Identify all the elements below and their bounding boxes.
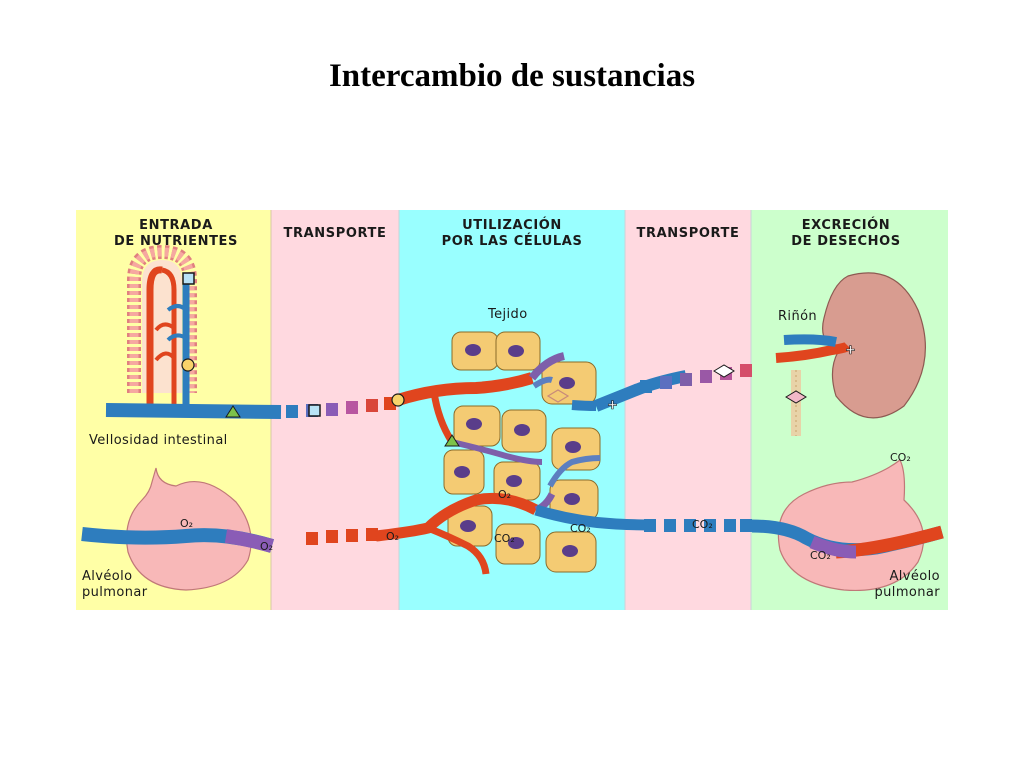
- kidney-plus-marker: +: [845, 343, 856, 358]
- kidney-diamond-marker: [785, 390, 807, 404]
- kidney: +: [775, 272, 927, 436]
- gas-o2-tissue-entry: O₂: [386, 530, 399, 543]
- label-tejido: Tejido: [487, 307, 528, 322]
- capillary-blue-1: [532, 376, 553, 389]
- panel-transporte-2: [625, 210, 751, 610]
- header-excrecion-line1: EXCRECIÓN: [802, 217, 891, 233]
- label-alveolo-left-2: pulmonar: [82, 585, 148, 600]
- upper-transport-dashes-right: [640, 364, 752, 393]
- lower-transport-dashes: [306, 528, 378, 545]
- header-entrada-line1: ENTRADA: [139, 218, 213, 233]
- substance-exchange-diagram: ENTRADA DE NUTRIENTES TRANSPORTE UTILIZA…: [76, 210, 948, 610]
- gas-co2-vein: CO₂: [570, 522, 591, 535]
- nutrient-triangle-marker: [225, 405, 241, 418]
- upper-artery-tissue: [396, 372, 534, 406]
- intestinal-villus: [127, 244, 197, 408]
- label-rinon: Riñón: [778, 309, 817, 324]
- label-vellosidad: Vellosidad intestinal: [89, 433, 228, 448]
- gas-co2-transport: CO₂: [692, 518, 713, 531]
- tissue-cells: [443, 331, 601, 573]
- header-utilizacion-line1: UTILIZACIÓN: [462, 217, 562, 233]
- lower-vein-right: [534, 504, 649, 531]
- label-alveolo-right-2: pulmonar: [875, 585, 941, 600]
- header-transporte-2: TRANSPORTE: [637, 226, 740, 241]
- alveolus-right: [777, 459, 925, 592]
- capillary-violet-2: [451, 439, 543, 465]
- transport-diamond-marker: [713, 364, 735, 378]
- tissue-circle-marker: [391, 393, 405, 407]
- nutrient-square-marker: [182, 272, 195, 285]
- tissue-triangle-marker: [444, 434, 460, 447]
- label-alveolo-left-1: Alvéolo: [82, 569, 133, 584]
- upper-vein-left: [105, 403, 282, 419]
- page-title: Intercambio de sustancias: [328, 58, 696, 94]
- gas-co2-right-vessel: CO₂: [810, 549, 831, 562]
- nutrient-circle-marker: [181, 358, 195, 372]
- gas-o2-left-vessel: O₂: [260, 540, 273, 553]
- capillary-violet-1: [528, 352, 566, 381]
- tissue-diamond-marker: [546, 389, 570, 403]
- label-alveolo-right-1: Alvéolo: [889, 569, 940, 584]
- lower-transport-dashes-right: [644, 519, 752, 532]
- gas-co2-right-alveolus-top: CO₂: [890, 451, 911, 464]
- gas-o2-left-alveolus: O₂: [180, 517, 193, 530]
- gas-o2-tissue: O₂: [498, 488, 511, 501]
- capillary-blue-lower: [547, 455, 601, 488]
- header-utilizacion-line2: POR LAS CÉLULAS: [442, 233, 583, 249]
- header-transporte-1: TRANSPORTE: [284, 226, 387, 241]
- header-entrada-line2: DE NUTRIENTES: [114, 234, 238, 249]
- header-excrecion-line2: DE DESECHOS: [791, 234, 901, 249]
- transport-square-marker: [308, 404, 321, 417]
- gas-co2-tissue-cell: CO₂: [494, 532, 515, 545]
- lower-artery-tissue: [375, 492, 539, 542]
- tissue-plus-marker: +: [607, 398, 618, 413]
